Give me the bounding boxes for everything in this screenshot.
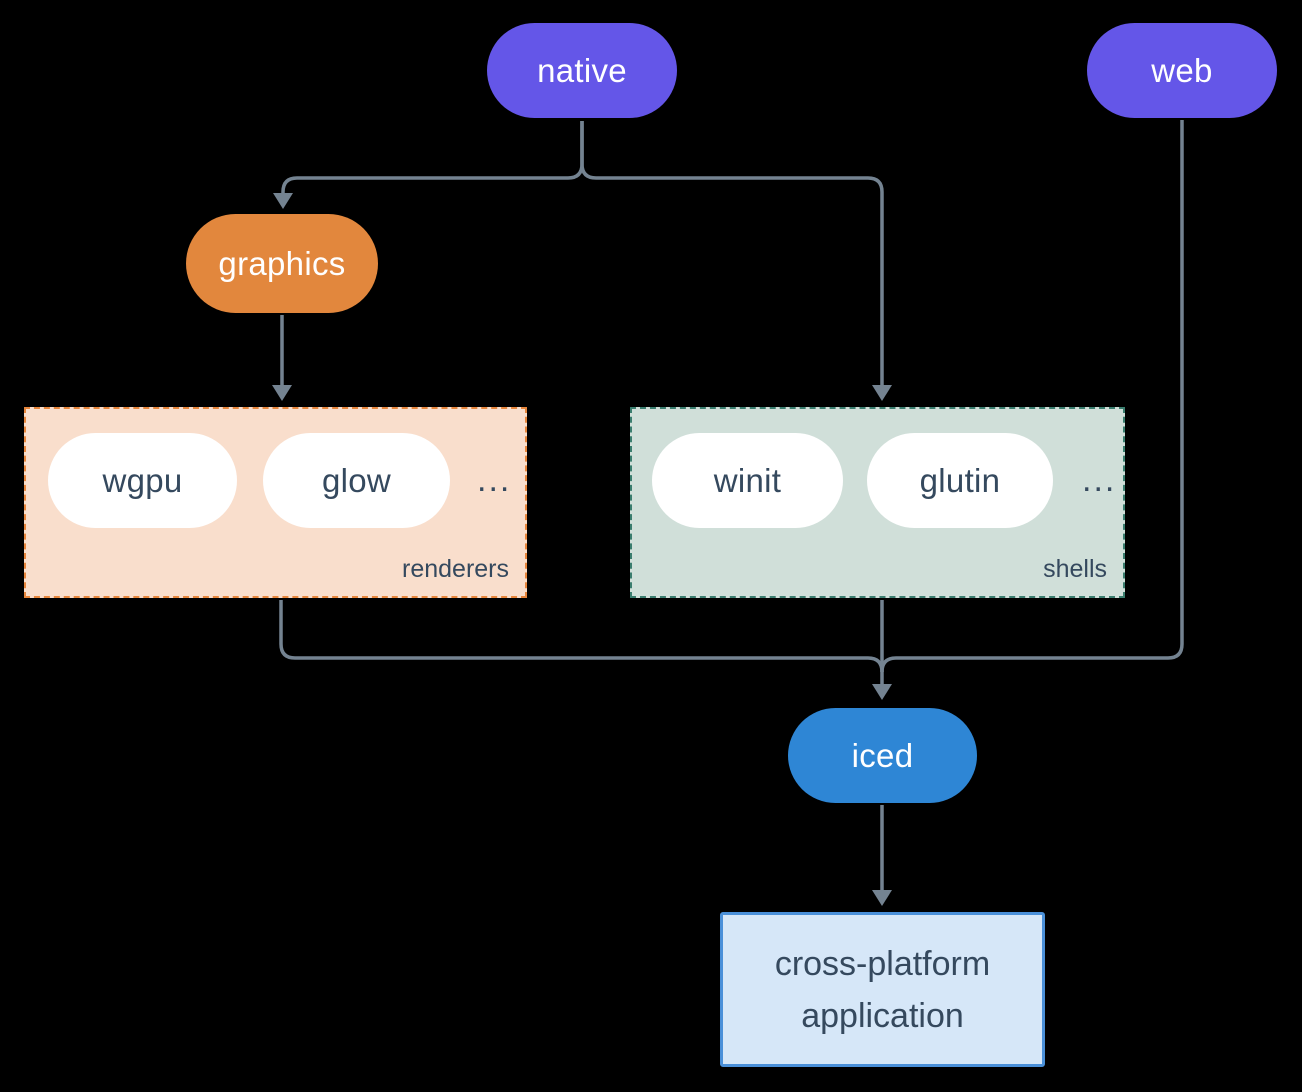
edge-native-to-shells xyxy=(580,121,884,385)
node-label: native xyxy=(537,51,627,89)
node-web: web xyxy=(1087,23,1277,118)
node-label: iced xyxy=(851,736,914,774)
node-winit: winit xyxy=(652,433,843,528)
edge-renderers-to-junction xyxy=(279,600,884,673)
node-cross-platform-application: cross-platform application xyxy=(720,912,1045,1067)
node-wgpu: wgpu xyxy=(48,433,237,528)
node-label: glutin xyxy=(919,461,1001,499)
app-label-line1: cross-platform xyxy=(774,944,991,983)
node-label: glow xyxy=(321,461,392,499)
arrowhead-into-iced xyxy=(872,684,892,700)
node-glutin: glutin xyxy=(867,433,1053,528)
node-native: native xyxy=(487,23,677,118)
group-shells-label: shells xyxy=(1043,555,1107,583)
node-iced: iced xyxy=(788,708,977,803)
arrowhead-into-shells xyxy=(872,385,892,401)
edge-native-to-graphics xyxy=(281,121,584,193)
node-label: wgpu xyxy=(102,461,183,499)
arrowhead-into-graphics xyxy=(273,193,293,209)
group-shells: winit glutin ... shells xyxy=(630,407,1125,598)
arrowhead-into-app xyxy=(872,890,892,906)
group-renderers: wgpu glow ... renderers xyxy=(24,407,527,598)
node-label: graphics xyxy=(218,244,346,282)
node-label: web xyxy=(1151,51,1213,89)
shells-ellipsis: ... xyxy=(1082,461,1117,499)
app-label-line2: application xyxy=(801,996,964,1035)
node-label: winit xyxy=(713,461,782,499)
arrowhead-into-renderers xyxy=(272,385,292,401)
renderers-ellipsis: ... xyxy=(477,461,512,499)
node-glow: glow xyxy=(263,433,450,528)
node-graphics: graphics xyxy=(186,214,378,313)
group-renderers-label: renderers xyxy=(402,555,509,583)
